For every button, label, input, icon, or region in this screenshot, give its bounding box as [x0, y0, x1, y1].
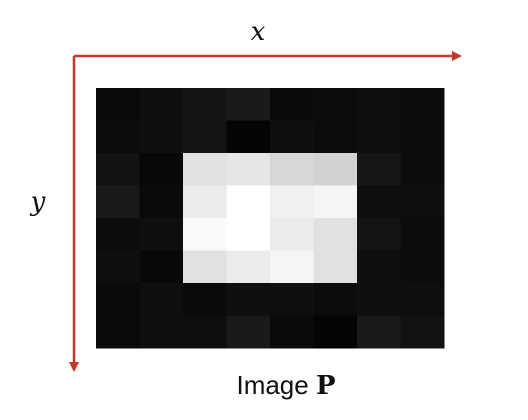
pixel-cell-r5-c2: [183, 250, 227, 284]
pixel-cell-r7-c6: [357, 315, 401, 349]
pixel-cell-r2-c4: [270, 153, 314, 186]
pixel-cell-r4-c4: [270, 218, 314, 251]
pixel-cell-r7-c5: [313, 315, 358, 349]
pixel-cell-r2-c0: [96, 153, 140, 186]
pixel-cell-r7-c2: [183, 315, 227, 349]
pixel-cell-r1-c4: [270, 120, 314, 154]
pixel-cell-r7-c0: [96, 315, 140, 349]
pixel-cell-r3-c6: [357, 185, 401, 219]
pixel-cell-r0-c6: [357, 88, 401, 121]
pixel-cell-r1-c0: [96, 120, 140, 154]
pixel-cell-r4-c6: [357, 218, 401, 251]
pixel-cell-r4-c5: [313, 218, 358, 251]
pixel-cell-r0-c0: [96, 88, 140, 121]
pixel-cell-r3-c3: [226, 185, 271, 219]
pixel-cell-r2-c5: [313, 153, 358, 186]
pixel-cell-r2-c1: [139, 153, 184, 186]
pixel-cell-r5-c0: [96, 250, 140, 284]
pixel-cell-r6-c3: [226, 283, 271, 316]
pixel-cell-r6-c6: [357, 283, 401, 316]
pixel-cell-r1-c6: [357, 120, 401, 154]
pixel-cell-r6-c1: [139, 283, 184, 316]
pixel-cell-r3-c1: [139, 185, 184, 219]
pixel-cell-r1-c2: [183, 120, 227, 154]
pixel-cell-r2-c2: [183, 153, 227, 186]
pixel-cell-r4-c7: [400, 218, 445, 251]
pixel-cell-r1-c1: [139, 120, 184, 154]
pixel-cell-r6-c7: [400, 283, 445, 316]
pixel-cell-r4-c2: [183, 218, 227, 251]
pixel-cell-r2-c3: [226, 153, 271, 186]
x-axis-label: x: [251, 17, 266, 47]
pixel-grid: [96, 88, 445, 349]
pixel-cell-r1-c7: [400, 120, 445, 154]
pixel-cell-r5-c3: [226, 250, 271, 284]
pixel-cell-r3-c7: [400, 185, 445, 219]
image-caption: Image P: [236, 370, 335, 401]
pixel-cell-r6-c2: [183, 283, 227, 316]
pixel-cell-r0-c1: [139, 88, 184, 121]
pixel-cell-r4-c0: [96, 218, 140, 251]
pixel-cell-r2-c6: [357, 153, 401, 186]
pixel-cell-r4-c3: [226, 218, 271, 251]
pixel-cell-r6-c4: [270, 283, 314, 316]
caption-prefix: Image: [236, 370, 316, 400]
pixel-cell-r7-c1: [139, 315, 184, 349]
pixel-cell-r5-c1: [139, 250, 184, 284]
pixel-cell-r4-c1: [139, 218, 184, 251]
pixel-cell-r1-c5: [313, 120, 358, 154]
pixel-cell-r0-c2: [183, 88, 227, 121]
pixel-cell-r5-c5: [313, 250, 358, 284]
pixel-cell-r6-c5: [313, 283, 358, 316]
caption-symbol: P: [316, 371, 336, 401]
pixel-cell-r2-c7: [400, 153, 445, 186]
pixel-cell-r1-c3: [226, 120, 271, 154]
pixel-cell-r0-c4: [270, 88, 314, 121]
pixel-cell-r3-c2: [183, 185, 227, 219]
pixel-cell-r0-c5: [313, 88, 358, 121]
pixel-cell-r3-c0: [96, 185, 140, 219]
pixel-cell-r3-c5: [313, 185, 358, 219]
pixel-cell-r6-c0: [96, 283, 140, 316]
pixel-cell-r7-c7: [400, 315, 445, 349]
pixel-cell-r5-c4: [270, 250, 314, 284]
pixel-cell-r7-c4: [270, 315, 314, 349]
pixel-cell-r0-c7: [400, 88, 445, 121]
pixel-cell-r0-c3: [226, 88, 271, 121]
pixel-cell-r7-c3: [226, 315, 271, 349]
y-axis-label: y: [30, 187, 46, 217]
pixel-cell-r5-c7: [400, 250, 445, 284]
pixel-cell-r5-c6: [357, 250, 401, 284]
pixel-cell-r3-c4: [270, 185, 314, 219]
